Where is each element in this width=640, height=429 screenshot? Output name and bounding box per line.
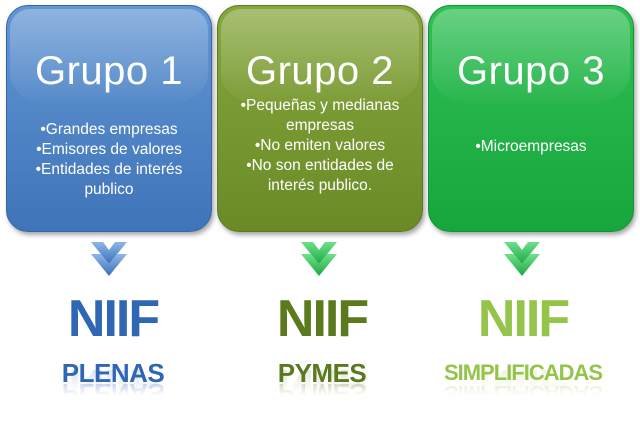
niif-simplificadas-heading: NIIF: [477, 290, 570, 348]
list-item: •Microempresas: [475, 138, 587, 155]
chevron-down-icon: [301, 242, 337, 276]
list-item: •Entidades de interés publico: [35, 161, 183, 198]
group-2-card: Grupo 2 •Pequeñas y medianas empresas •N…: [217, 5, 423, 232]
list-item: •Grandes empresas: [40, 121, 178, 138]
group-1-title: Grupo 1: [34, 49, 184, 93]
group-1-card: Grupo 1 •Grandes empresas •Emisores de v…: [6, 5, 212, 232]
list-item: •No son entidades de interés publico.: [246, 157, 394, 194]
niif-plenas-label: PLENAS: [61, 358, 165, 388]
niif-simplificadas-label: SIMPLIFICADAS: [443, 360, 603, 385]
group-3-card: Grupo 3 •Microempresas: [428, 5, 634, 232]
niif-plenas-heading: NIIF: [67, 290, 160, 348]
niif-pymes-label: PYMES: [277, 358, 367, 388]
group-2-title: Grupo 2: [245, 49, 395, 93]
group-3-items: •Microempresas: [437, 137, 625, 157]
group-1-items: •Grandes empresas •Emisores de valores •…: [15, 120, 203, 200]
chevron-down-icon: [91, 242, 127, 276]
list-item: •Pequeñas y medianas empresas: [240, 97, 400, 134]
niif-pymes-heading: NIIF: [276, 290, 369, 348]
list-item: •Emisores de valores: [36, 141, 182, 158]
group-2-items: •Pequeñas y medianas empresas •No emiten…: [226, 96, 414, 196]
group-3-title: Grupo 3: [456, 49, 606, 93]
list-item: •No emiten valores: [254, 137, 386, 154]
chevron-down-icon: [504, 242, 540, 276]
